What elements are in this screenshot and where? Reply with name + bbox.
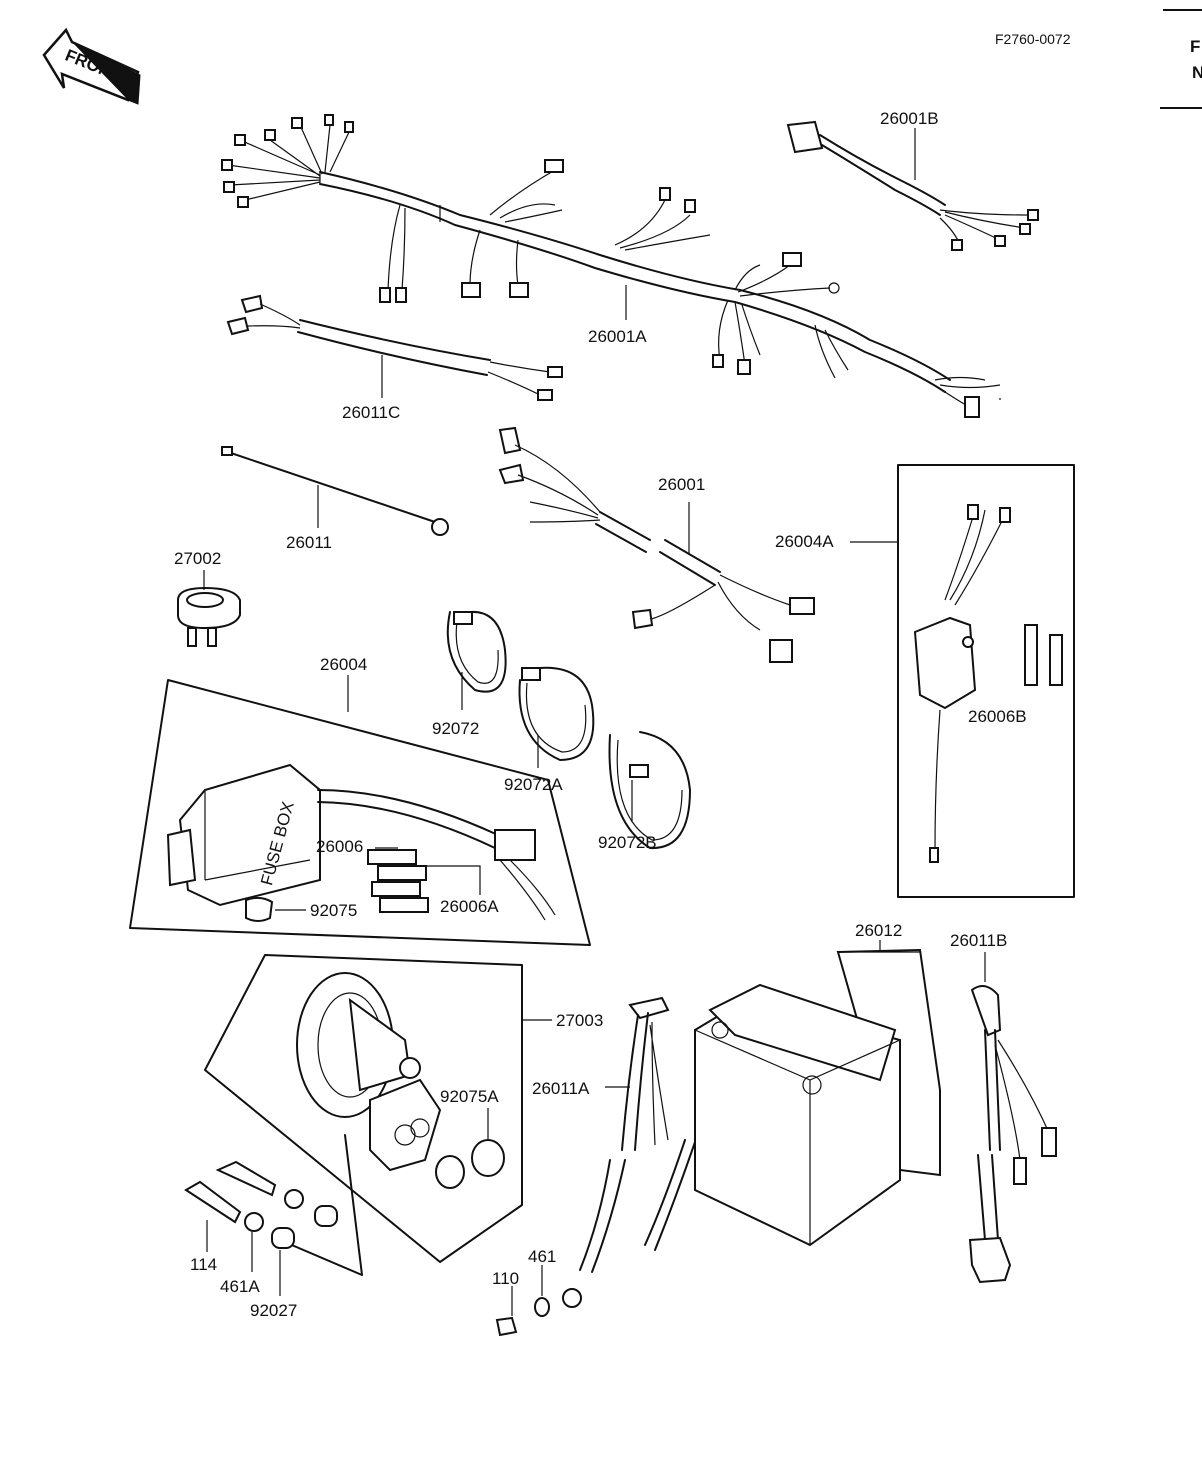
label-110: 110 (492, 1269, 519, 1288)
label-461: 461 (528, 1247, 556, 1266)
label-26006A: 26006A (440, 897, 499, 916)
label-26012: 26012 (855, 921, 902, 940)
label-92075A: 92075A (440, 1087, 499, 1106)
cable-26011B: 26011B (950, 931, 1057, 1284)
label-92027: 92027 (250, 1301, 297, 1320)
label-92072: 92072 (432, 719, 479, 738)
cable-26011: 26011 (221, 446, 449, 552)
fuse-box-group-26004: 26004 FUSE BOX 26006 26006A 92075 (129, 655, 591, 946)
relay-27002: 27002 (174, 549, 241, 647)
label-26004A: 26004A (775, 532, 834, 551)
horn-group-27003: 27003 92075A 114 461A 92027 (184, 954, 603, 1320)
harness-26001B: 26001B (786, 109, 1039, 251)
label-26011A: 26011A (532, 1079, 590, 1098)
cable-26011A: 26011A 110 461 (492, 996, 670, 1337)
label-27003: 27003 (556, 1011, 603, 1030)
label-26011B: 26011B (950, 931, 1007, 950)
edge-text: F (1190, 37, 1200, 56)
edge-fragment: F N (1160, 9, 1202, 109)
label-26001B: 26001B (880, 109, 939, 128)
diagram-code: F2760-0072 (995, 31, 1071, 47)
label-26006: 26006 (316, 837, 363, 856)
harness-26011C: 26011C (226, 294, 563, 422)
label-26011C: 26011C (342, 403, 400, 422)
svg-text:N: N (1192, 63, 1202, 82)
label-26001A: 26001A (588, 327, 647, 346)
label-26011: 26011 (286, 533, 332, 552)
label-26001: 26001 (658, 475, 705, 494)
harness-26001: 26001 (498, 426, 815, 663)
main-harness-26001A: 26001A (221, 114, 1001, 418)
cdi-group-26004A: 26004A 26006B 26006B (775, 398, 1075, 898)
label-26004: 26004 (320, 655, 367, 674)
clamps-92072: 92072 92072A 92072B (432, 610, 691, 852)
label-27002: 27002 (174, 549, 221, 568)
front-arrow-icon: FRONT (42, 27, 141, 105)
battery-26012: 26012 (644, 921, 941, 1251)
label-26006B-display: 26006B (968, 707, 1027, 726)
label-461A: 461A (220, 1277, 260, 1296)
label-92072B: 92072B (598, 833, 657, 852)
label-92072A: 92072A (504, 775, 563, 794)
label-114: 114 (190, 1255, 217, 1274)
label-92075: 92075 (310, 901, 357, 920)
